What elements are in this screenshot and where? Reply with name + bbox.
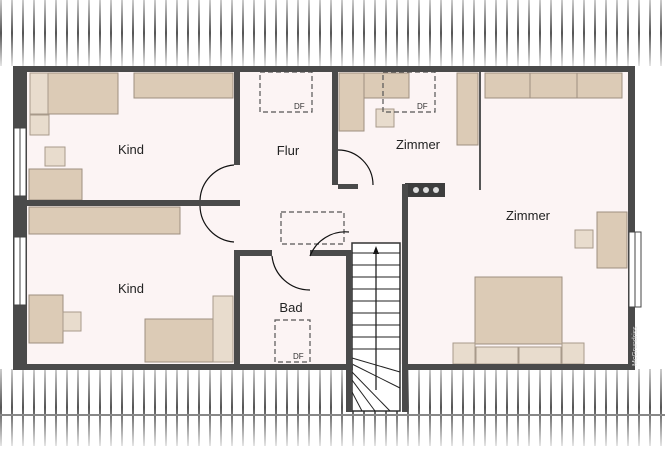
room-label-bad: Bad (279, 300, 302, 315)
room-label-flur: Flur (277, 143, 300, 158)
furniture-kind-bottom (28, 294, 234, 363)
skylight-bad (274, 319, 311, 363)
watermark: McGrundriss (632, 326, 639, 366)
stair-winder-tread (351, 379, 376, 412)
windows (13, 127, 642, 308)
roof-hatch-bottom (0, 369, 665, 446)
skylight-label: DF (294, 102, 305, 111)
room-label-zimmer-small: Zimmer (396, 137, 441, 152)
staircase[interactable] (351, 242, 401, 412)
skylight-label: DF (293, 352, 304, 361)
room-label-zimmer-large: Zimmer (506, 208, 551, 223)
stove (405, 183, 445, 197)
roof-hatch-top (0, 0, 665, 66)
room-label-kind-top: Kind (118, 142, 144, 157)
furniture-zimmer-small (338, 72, 479, 146)
furniture-zimmer-large (452, 72, 628, 365)
furniture-kind-top (28, 72, 234, 235)
stair-winder-tread (351, 363, 401, 389)
room-label-kind-bottom: Kind (118, 281, 144, 296)
stair-winder-tread (351, 391, 363, 412)
stair-winder-tread (351, 357, 401, 373)
stair-winder-tread (351, 371, 391, 412)
walls (13, 66, 635, 412)
doors[interactable] (199, 149, 374, 291)
skylight-label: DF (417, 102, 428, 111)
